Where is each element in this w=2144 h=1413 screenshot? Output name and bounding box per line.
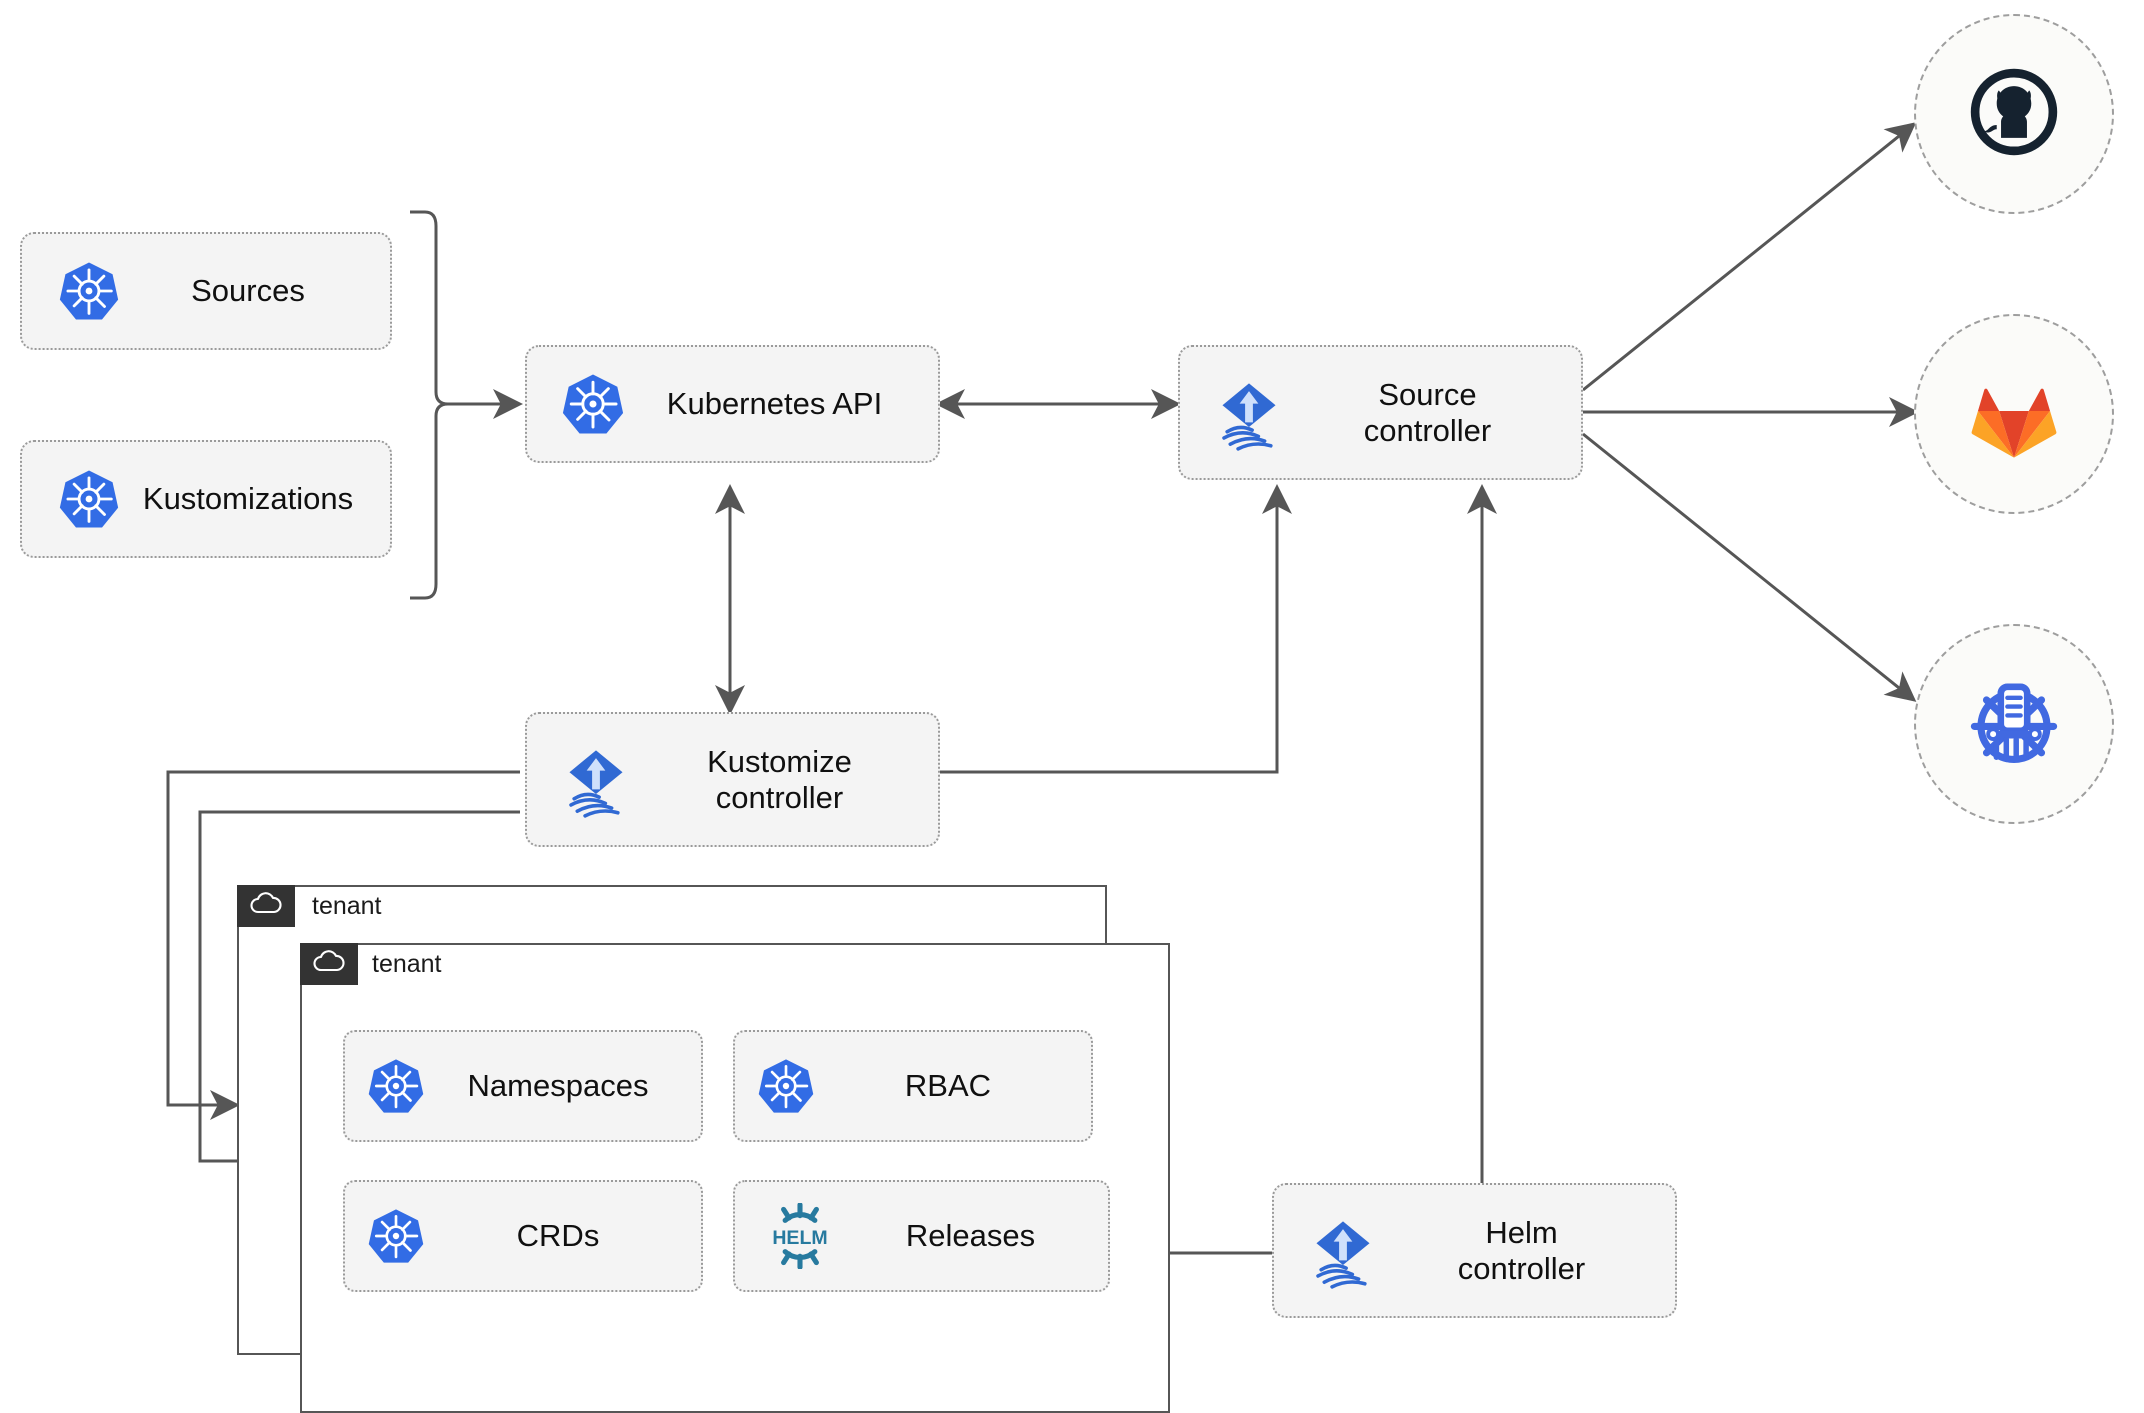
node-namespaces[interactable]: Namespaces: [343, 1030, 703, 1142]
kubernetes-icon: [757, 1057, 815, 1115]
node-label: Releases: [905, 1218, 1036, 1253]
node-label: Kubernetes API: [666, 386, 883, 422]
tenant-tab-inner: [300, 943, 358, 985]
kubernetes-icon: [367, 1057, 425, 1115]
node-label: Helm controller: [1457, 1214, 1586, 1286]
tenant-tab-outer: [237, 885, 295, 927]
node-label: CRDs: [516, 1218, 600, 1253]
kubernetes-icon: [58, 260, 120, 322]
node-label: Source controller: [1363, 376, 1492, 448]
node-crds[interactable]: CRDs: [343, 1180, 703, 1292]
node-label: Kustomizations: [142, 481, 354, 517]
provider-github[interactable]: [1914, 14, 2114, 214]
node-sources[interactable]: Sources: [20, 232, 392, 350]
provider-gitlab[interactable]: [1914, 314, 2114, 514]
node-releases[interactable]: HELM Releases: [733, 1180, 1110, 1292]
flux-icon: [1304, 1212, 1382, 1290]
gitlab-icon: [1961, 362, 2067, 467]
node-kustomizations[interactable]: Kustomizations: [20, 440, 392, 558]
flux-icon: [1210, 374, 1288, 452]
cloud-icon: [249, 891, 283, 921]
node-helm-controller[interactable]: Helm controller: [1272, 1183, 1677, 1318]
tenant-frame-inner: [300, 943, 1170, 1413]
node-label: Namespaces: [467, 1068, 649, 1103]
tenant-label-inner: tenant: [372, 950, 442, 978]
node-kubernetes-api[interactable]: Kubernetes API: [525, 345, 940, 463]
node-rbac[interactable]: RBAC: [733, 1030, 1093, 1142]
kubernetes-icon: [367, 1207, 425, 1265]
kubernetes-icon: [561, 372, 625, 436]
node-label: Sources: [191, 273, 305, 309]
harbor-icon: [1959, 667, 2069, 782]
node-label: Kustomize controller: [707, 743, 852, 815]
kubernetes-icon: [58, 468, 120, 530]
flux-icon: [557, 741, 635, 819]
cloud-icon: [312, 949, 346, 979]
helm-icon: HELM: [757, 1203, 843, 1269]
node-kustomize-controller[interactable]: Kustomize controller: [525, 712, 940, 847]
svg-text:HELM: HELM: [772, 1227, 827, 1249]
node-label: RBAC: [904, 1068, 992, 1103]
github-icon: [1960, 58, 2068, 171]
tenant-label-outer: tenant: [312, 892, 382, 920]
provider-harbor[interactable]: [1914, 624, 2114, 824]
node-source-controller[interactable]: Source controller: [1178, 345, 1583, 480]
